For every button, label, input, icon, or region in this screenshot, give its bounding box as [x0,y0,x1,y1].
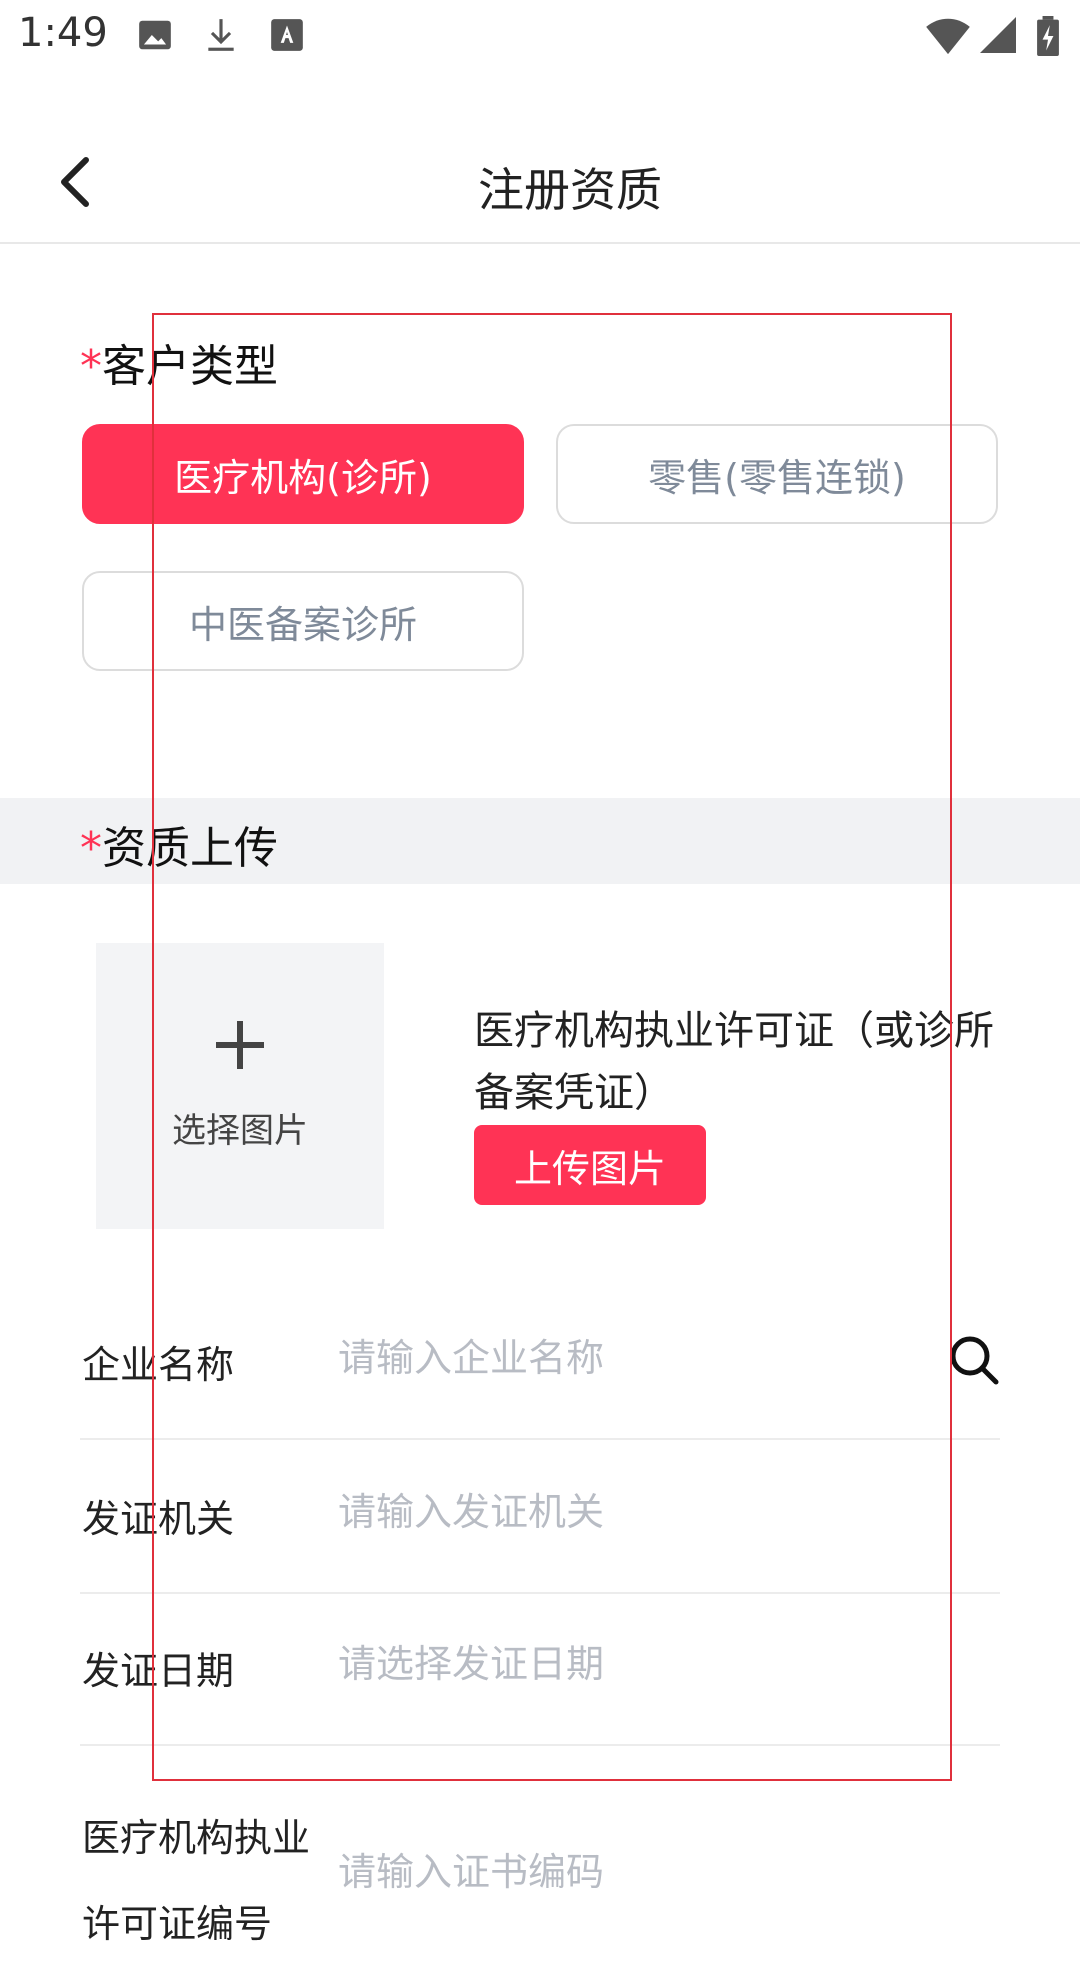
required-mark: * [80,341,102,392]
company-name-input[interactable] [338,1326,898,1390]
option-medical-clinic[interactable]: 医疗机构(诊所) [82,424,524,524]
search-icon[interactable] [948,1334,1000,1386]
certificate-title: 医疗机构执业许可证（或诊所备案凭证） [474,1008,994,1116]
status-bar: 1:49 [0,0,1080,72]
company-name-label: 企业名称 [82,1343,235,1387]
status-time: 1:49 [18,10,108,56]
license-number-input[interactable] [338,1840,898,1904]
issue-date-row: 发证日期 [80,1592,1000,1746]
page-title: 注册资质 [478,163,662,217]
chevron-left-icon[interactable] [52,152,102,212]
qualification-label: *资质上传 [80,823,278,874]
issuer-label: 发证机关 [82,1497,235,1541]
issuer-row: 发证机关 [80,1440,1000,1594]
download-icon [208,19,234,51]
issuer-input[interactable] [338,1480,898,1544]
a-icon [271,19,303,51]
issue-date-picker[interactable] [338,1632,898,1696]
battery-icon [1037,16,1059,56]
qualification-section-header [0,798,1080,884]
upload-image-button[interactable]: 上传图片 [474,1125,706,1205]
signal-icon [980,17,1016,53]
picker-label: 选择图片 [172,1111,308,1151]
customer-type-label: *客户类型 [80,341,278,392]
wifi-icon [926,18,970,55]
option-tcm-clinic[interactable]: 中医备案诊所 [82,571,524,671]
license-number-label: 医疗机构执业许可证编号 [82,1816,311,1946]
company-name-row: 企业名称 [80,1286,1000,1440]
image-icon [139,20,171,50]
option-retail-chain[interactable]: 零售(零售连锁) [556,424,998,524]
app-bar: 注册资质 [0,72,1080,244]
plus-icon [216,1021,264,1069]
required-mark: * [80,823,102,874]
image-picker[interactable]: 选择图片 [96,943,384,1229]
issue-date-label: 发证日期 [82,1649,235,1693]
